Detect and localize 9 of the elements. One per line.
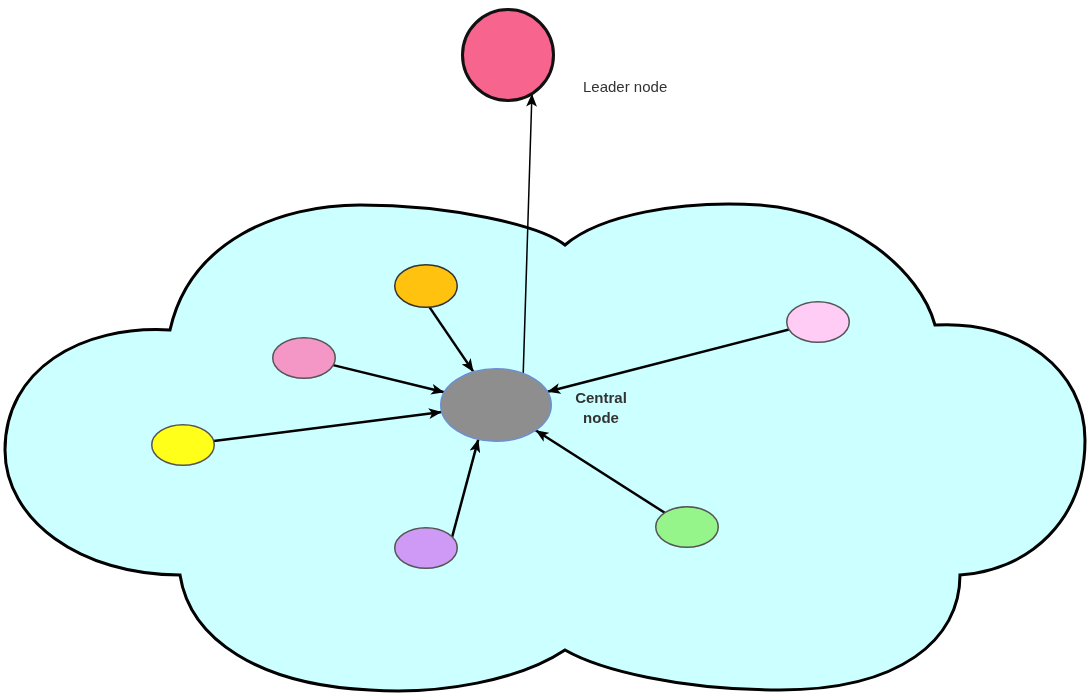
arrow — [332, 363, 445, 395]
arrow — [450, 439, 481, 538]
node-caption: Leader node — [583, 77, 668, 97]
arrow — [547, 328, 790, 394]
node-caption: Central node — [574, 388, 628, 428]
arrow — [213, 408, 442, 443]
arrow — [428, 306, 475, 373]
arrow — [534, 429, 666, 514]
arrow — [522, 92, 537, 375]
